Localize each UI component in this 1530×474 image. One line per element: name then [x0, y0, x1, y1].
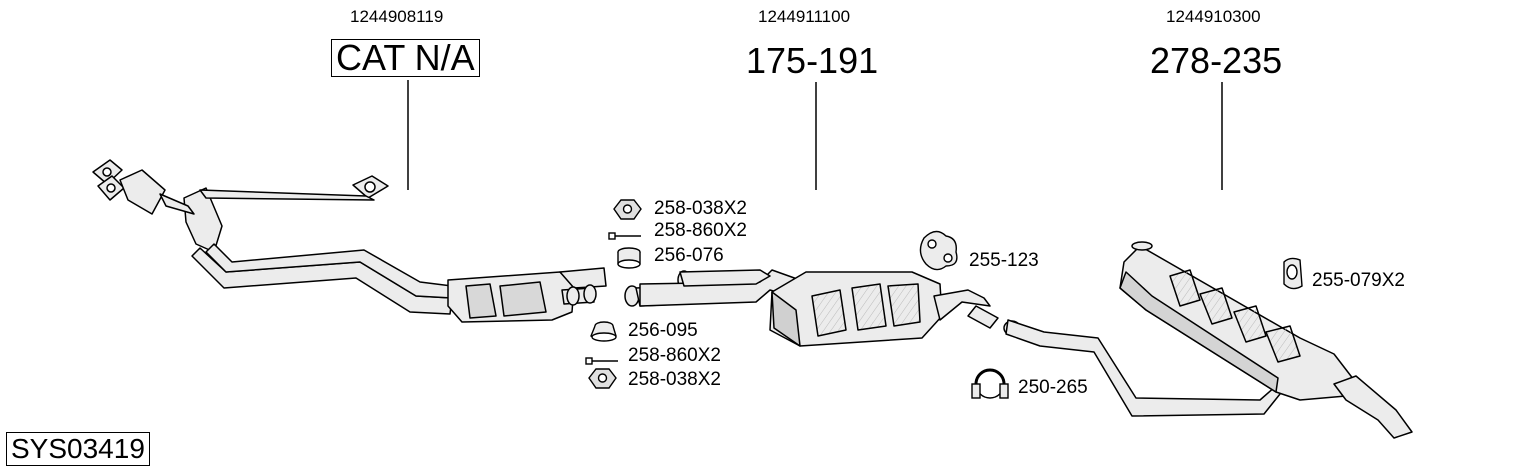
oem-number: 1244908119 [350, 7, 444, 26]
bolt-icon [585, 357, 618, 365]
part-number[interactable]: 175-191 [746, 40, 879, 81]
oem-number: 1244910300 [1166, 7, 1261, 26]
mount-icon [1283, 257, 1303, 290]
part-label[interactable]: 250-265 [1018, 377, 1088, 398]
oem-number: 1244911100 [758, 7, 851, 26]
part-label[interactable]: 258-860X2 [628, 345, 721, 366]
gasket-cone-icon [590, 321, 617, 342]
nut-icon [613, 199, 642, 220]
front-pipe-cat-drawing [92, 159, 607, 323]
system-code-box: SYS03419 [6, 432, 150, 466]
nut-icon [588, 368, 617, 389]
part-label[interactable]: 255-123 [969, 250, 1039, 271]
middle-silencer-drawing [624, 269, 999, 347]
part-label[interactable]: 256-095 [628, 320, 698, 341]
part-number-box[interactable]: CAT N/A [331, 39, 480, 77]
rubber-hanger-icon [919, 230, 958, 271]
part-label[interactable]: 258-038X2 [628, 369, 721, 390]
gasket-ring-icon [617, 247, 641, 269]
rear-silencer-drawing [1003, 241, 1413, 439]
part-label[interactable]: 256-076 [654, 245, 724, 266]
clamp-icon [971, 368, 1009, 399]
part-label[interactable]: 255-079X2 [1312, 270, 1405, 291]
bolt-icon [608, 232, 641, 240]
part-number[interactable]: 278-235 [1150, 40, 1283, 81]
part-label[interactable]: 258-860X2 [654, 220, 747, 241]
part-label[interactable]: 258-038X2 [654, 198, 747, 219]
